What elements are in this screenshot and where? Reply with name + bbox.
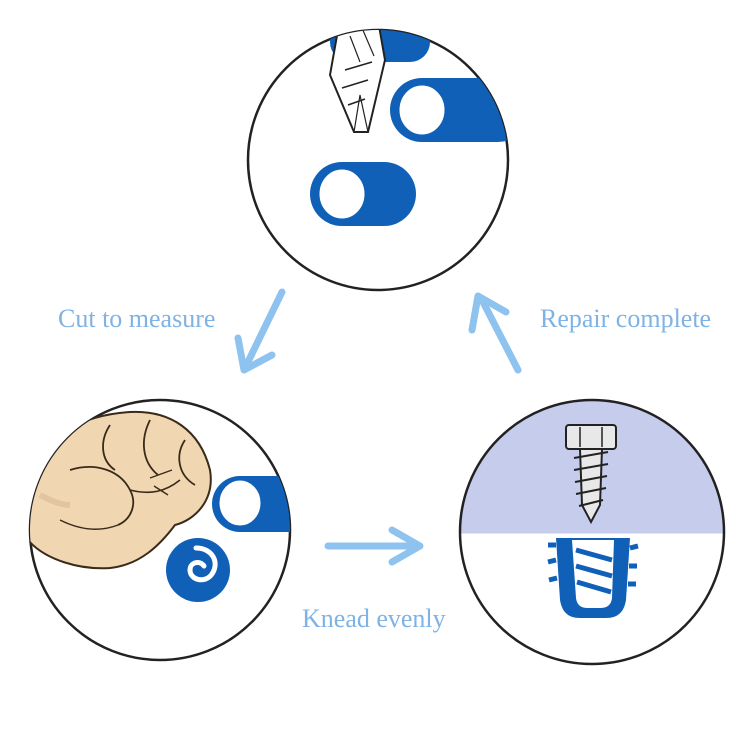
arrow-down-left-icon bbox=[234, 288, 286, 374]
repair-step-illustration bbox=[458, 398, 726, 666]
cut-step-illustration bbox=[246, 28, 510, 292]
putty-stick-right bbox=[390, 78, 508, 142]
kneaded-putty-swirl-icon bbox=[166, 538, 230, 602]
step-label-repair: Repair complete bbox=[540, 304, 712, 333]
knead-step-illustration bbox=[28, 398, 292, 662]
knife-blade-icon bbox=[328, 30, 387, 133]
filled-hole-icon bbox=[547, 538, 639, 618]
putty-stick-cut-piece bbox=[310, 162, 416, 226]
step-label-knead: Knead evenly bbox=[302, 604, 446, 633]
arrow-up-left-icon bbox=[468, 292, 522, 374]
arrow-right-icon bbox=[324, 526, 424, 566]
screw-icon bbox=[565, 424, 617, 525]
putty-stick-left bbox=[212, 476, 290, 532]
step-label-cut: Cut to measure bbox=[58, 304, 216, 333]
hand-fist-icon bbox=[30, 410, 212, 570]
